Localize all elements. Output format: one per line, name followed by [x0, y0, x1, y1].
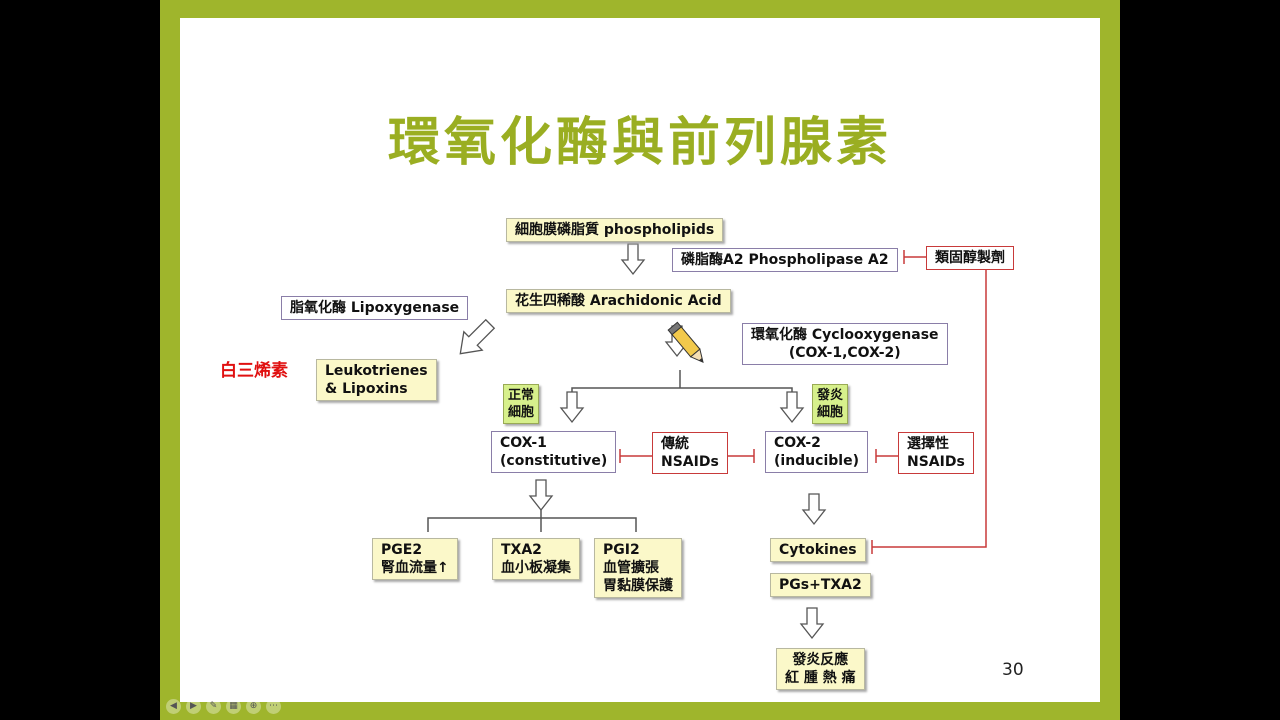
selective-nsaids-line-1: 選擇性: [907, 436, 949, 452]
arrow-down-cytokines: [802, 493, 826, 525]
pgi2-line-2: 血管擴張: [603, 560, 659, 576]
slide-title: 環氧化酶與前列腺素: [387, 112, 892, 173]
node-leukotrienes: Leukotrienes & Lipoxins: [316, 359, 437, 401]
node-phospholipids: 細胞膜磷脂質 phospholipids: [506, 218, 724, 242]
arrow-down-products: [529, 479, 553, 511]
inflamed-cell-line-1: 發炎: [817, 388, 844, 403]
node-normal-cell: 正常 細胞: [503, 384, 540, 424]
inflammation-line-2: 紅 腫 熱 痛: [785, 670, 856, 686]
next-slide-icon[interactable]: ▶: [186, 699, 201, 714]
node-arachidonic-acid: 花生四稀酸 Arachidonic Acid: [506, 289, 731, 313]
pge2-line-1: PGE2: [381, 542, 423, 558]
node-cyclooxygenase: 環氧化酶 Cyclooxygenase (COX-1,COX-2): [742, 323, 948, 365]
node-traditional-nsaids: 傳統 NSAIDs: [652, 432, 728, 474]
leukotrienes-line-2: & Lipoxins: [325, 381, 408, 397]
slide-sorter-icon[interactable]: ▦: [226, 699, 241, 714]
cyclooxygenase-line-1: 環氧化酶 Cyclooxygenase: [751, 327, 939, 343]
node-pgs-txa2: PGs+TXA2: [770, 573, 871, 597]
node-steroids: 類固醇製劑: [926, 246, 1014, 270]
node-pgi2: PGI2 血管擴張 胃黏膜保護: [594, 538, 682, 598]
node-cytokines: Cytokines: [770, 538, 866, 562]
selective-nsaids-line-2: NSAIDs: [907, 454, 965, 470]
inflammation-line-1: 發炎反應: [792, 652, 849, 668]
arrow-down-cox1: [560, 391, 584, 423]
arrow-diagonal: [459, 318, 496, 355]
slideshow-nav-bar: ◀ ▶ ✎ ▦ ⊕ ⋯: [166, 699, 281, 715]
node-selective-nsaids: 選擇性 NSAIDs: [898, 432, 974, 474]
cox2-line-2: (inducible): [774, 453, 859, 469]
node-inflamed-cell: 發炎 細胞: [812, 384, 849, 424]
prev-slide-icon[interactable]: ◀: [166, 699, 181, 714]
arrow-down-inflammation: [800, 607, 824, 639]
pen-tool-icon[interactable]: ✎: [206, 699, 221, 714]
pencil-icon: [667, 321, 704, 364]
node-cox1: COX-1 (constitutive): [491, 431, 617, 473]
leukotrienes-line-1: Leukotrienes: [325, 363, 428, 379]
node-pge2: PGE2 腎血流量↑: [372, 538, 458, 580]
arrow-down-1: [621, 243, 645, 275]
more-options-icon[interactable]: ⋯: [266, 699, 281, 714]
cox2-line-1: COX-2: [774, 435, 821, 451]
cox1-line-1: COX-1: [500, 435, 547, 451]
traditional-nsaids-line-2: NSAIDs: [661, 454, 719, 470]
normal-cell-line-2: 細胞: [508, 405, 535, 420]
node-txa2: TXA2 血小板凝集: [492, 538, 580, 580]
node-inflammation: 發炎反應 紅 腫 熱 痛: [776, 648, 865, 690]
page-number: 30: [1002, 660, 1024, 680]
inflamed-cell-line-2: 細胞: [817, 405, 844, 420]
normal-cell-line-1: 正常: [508, 388, 535, 403]
leukotrienes-label: 白三烯素: [220, 361, 288, 381]
txa2-line-2: 血小板凝集: [501, 560, 571, 576]
pgi2-line-3: 胃黏膜保護: [603, 578, 673, 594]
node-phospholipase: 磷脂酶A2 Phospholipase A2: [672, 248, 898, 272]
arrow-down-cox2: [780, 391, 804, 423]
txa2-line-1: TXA2: [501, 542, 542, 558]
node-lipoxygenase: 脂氧化酶 Lipoxygenase: [281, 296, 469, 320]
cyclooxygenase-line-2: (COX-1,COX-2): [788, 345, 901, 361]
node-cox2: COX-2 (inducible): [765, 431, 868, 473]
pgi2-line-1: PGI2: [603, 542, 640, 558]
pge2-line-2: 腎血流量↑: [381, 560, 449, 576]
traditional-nsaids-line-1: 傳統: [661, 436, 689, 452]
cox1-line-2: (constitutive): [500, 453, 608, 469]
zoom-icon[interactable]: ⊕: [246, 699, 261, 714]
